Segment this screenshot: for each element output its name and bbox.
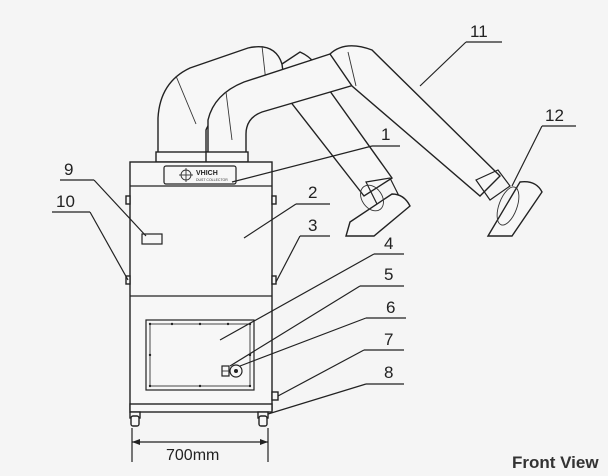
callout-2: 2 xyxy=(243,183,330,239)
svg-text:7: 7 xyxy=(384,330,393,349)
callout-10: 10 xyxy=(52,192,129,281)
svg-text:1: 1 xyxy=(381,125,390,144)
svg-text:2: 2 xyxy=(308,183,317,202)
dust-collector-cabinet: VHICH DUST COLLECTOR xyxy=(125,161,279,427)
svg-text:4: 4 xyxy=(384,234,393,253)
brand-name: VHICH xyxy=(196,170,218,177)
svg-text:10: 10 xyxy=(56,192,75,211)
panel-bolts xyxy=(148,322,252,388)
callout-12: 12 xyxy=(511,106,576,187)
svg-text:9: 9 xyxy=(64,160,73,179)
brand-logo-icon xyxy=(179,168,193,182)
access-panel xyxy=(145,319,255,391)
svg-text:5: 5 xyxy=(384,265,393,284)
callout-5: 5 xyxy=(229,265,404,367)
latch-left-top xyxy=(125,195,131,205)
extraction-arm-right xyxy=(207,45,543,237)
callout-8: 8 xyxy=(267,363,404,415)
callout-9: 9 xyxy=(60,160,147,237)
callout-1: 1 xyxy=(231,125,400,183)
svg-text:3: 3 xyxy=(308,216,317,235)
cabinet-body xyxy=(129,161,273,411)
brand-tagline: DUST COLLECTOR xyxy=(196,178,228,182)
latch-right-bottom xyxy=(271,275,277,285)
callout-4: 4 xyxy=(219,234,404,341)
callout-3: 3 xyxy=(275,216,330,283)
view-label: Front View xyxy=(512,453,599,472)
svg-text:12: 12 xyxy=(545,106,564,125)
collar-left xyxy=(155,151,209,163)
svg-text:11: 11 xyxy=(470,22,488,41)
door-handle xyxy=(141,233,163,245)
svg-text:8: 8 xyxy=(384,363,393,382)
brand-plate xyxy=(163,165,237,185)
width-dimension: 700mm xyxy=(131,428,269,464)
speed-knob xyxy=(229,364,243,378)
callout-11: 11 xyxy=(419,22,502,87)
latch-right-top xyxy=(271,195,277,205)
callout-6: 6 xyxy=(239,298,406,367)
caster-wheels xyxy=(129,411,269,427)
svg-text:6: 6 xyxy=(386,298,395,317)
side-port xyxy=(271,391,279,401)
width-dimension-label: 700mm xyxy=(166,447,219,464)
collar-right xyxy=(205,151,249,163)
callout-7: 7 xyxy=(277,330,404,397)
